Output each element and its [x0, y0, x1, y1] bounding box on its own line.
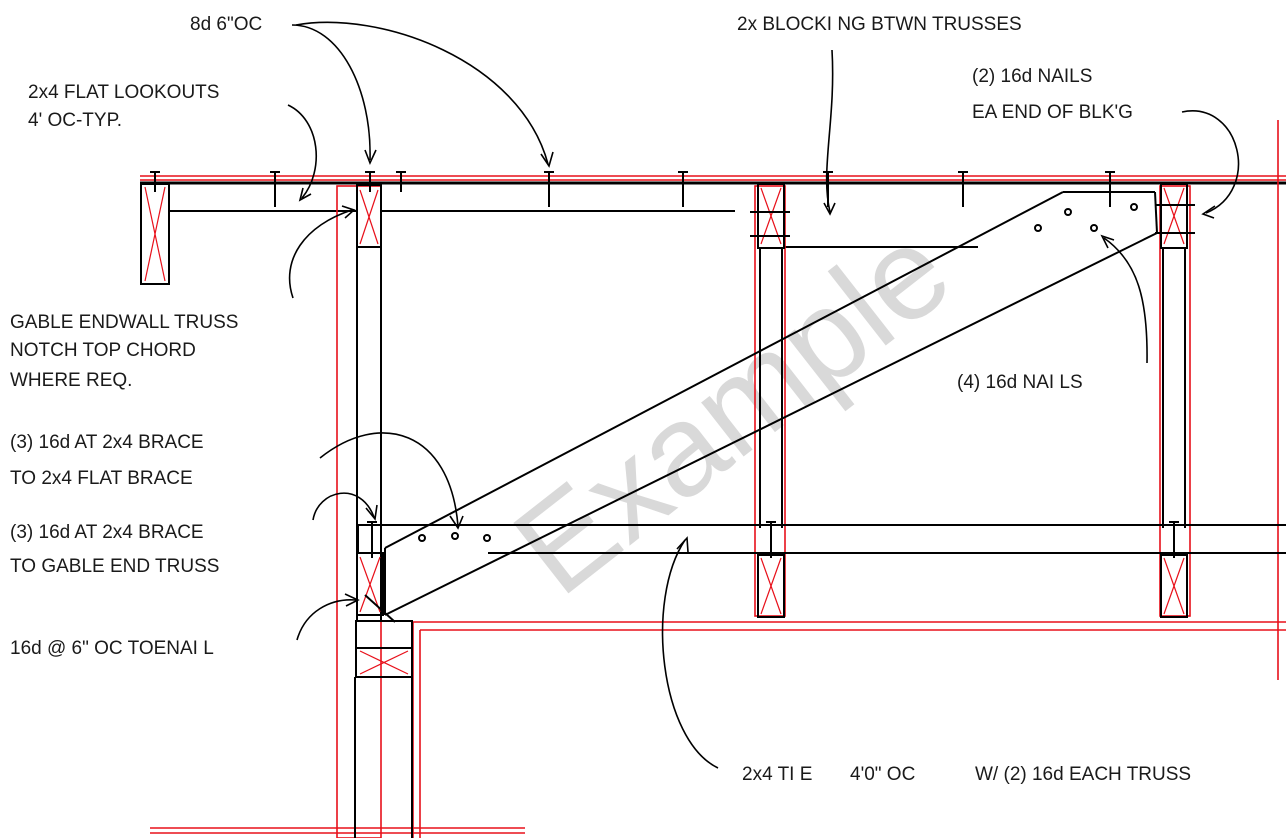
sheathing-nails	[150, 171, 1179, 558]
watermark: Example	[487, 196, 975, 622]
tie-2x4	[357, 524, 1286, 554]
truss-middle	[750, 183, 790, 618]
label-toenail: 16d @ 6" OC TOENAI L	[10, 638, 214, 659]
label-gable-3: WHERE REQ.	[10, 370, 132, 391]
label-16d-nails-1: (2) 16d NAILS	[972, 66, 1092, 87]
label-tie-3: W/ (2) 16d EACH TRUSS	[975, 764, 1191, 785]
label-tie-2: 4'0" OC	[850, 764, 915, 785]
label-gable-1: GABLE ENDWALL TRUSS	[10, 312, 238, 333]
label-lookouts-2: 4' OC-TYP.	[28, 110, 122, 131]
label-8d-nails: 8d 6"OC	[190, 14, 262, 35]
diagonal-brace	[364, 191, 1158, 623]
truss-right	[1155, 183, 1195, 618]
label-lookouts-1: 2x4 FLAT LOOKOUTS	[28, 82, 219, 103]
brace-bottom-blocks	[354, 552, 413, 838]
leader-arrows	[287, 21, 1240, 769]
label-brace-flat-1: (3) 16d AT 2x4 BRACE	[10, 432, 204, 453]
labels: 8d 6"OC 2x BLOCKI NG BTWN TRUSSES 2x4 FL…	[10, 14, 1191, 785]
label-brace-gable-2: TO GABLE END TRUSS	[10, 556, 219, 577]
label-16d-nails-2: EA END OF BLK'G	[972, 102, 1133, 123]
label-blocking: 2x BLOCKI NG BTWN TRUSSES	[737, 14, 1022, 35]
label-tie-1: 2x4 TI E	[742, 764, 812, 785]
label-brace-gable-1: (3) 16d AT 2x4 BRACE	[10, 522, 204, 543]
label-brace-flat-2: TO 2x4 FLAT BRACE	[10, 468, 193, 489]
wall-top-plate	[150, 621, 1286, 838]
roof-sheathing	[140, 175, 1286, 185]
label-four-nails: (4) 16d NAI LS	[957, 372, 1083, 393]
overhang-block	[140, 183, 170, 285]
label-gable-2: NOTCH TOP CHORD	[10, 340, 196, 361]
gable-endwall-truss	[336, 184, 382, 838]
